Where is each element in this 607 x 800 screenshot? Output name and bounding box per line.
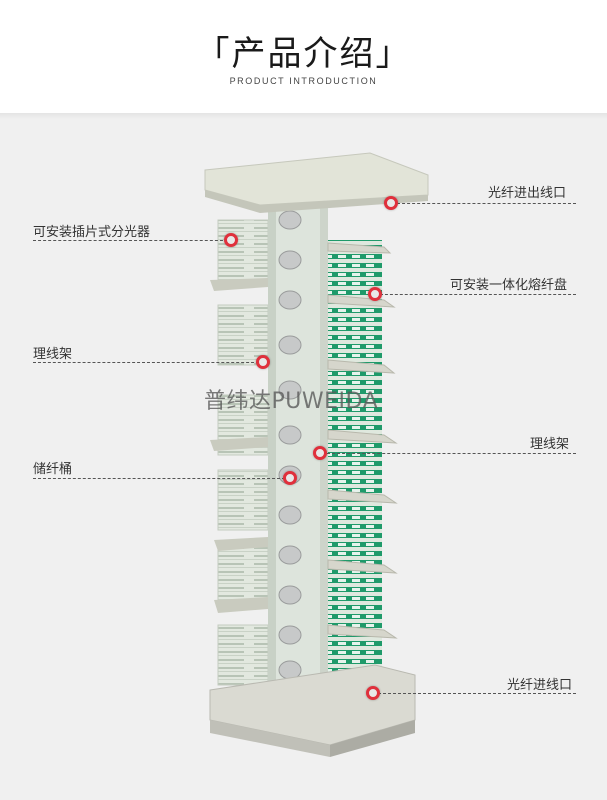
- marker-dot: [313, 446, 327, 460]
- page-title: 「产品介绍」: [195, 34, 412, 74]
- leader-line: [378, 693, 576, 694]
- callout-label: 可安装插片式分光器: [33, 225, 151, 240]
- marker-dot: [384, 196, 398, 210]
- watermark: 普纬达PUWEIDA: [204, 389, 379, 414]
- marker-dot: [366, 686, 380, 700]
- leader-line: [33, 240, 228, 241]
- leader-line: [33, 478, 285, 479]
- marker-dot: [256, 355, 270, 369]
- leader-line: [392, 203, 576, 204]
- callout-label: 光纤进出线口: [488, 186, 567, 201]
- callout-label: 可安装一体化熔纤盘: [450, 278, 568, 293]
- leader-line: [33, 362, 259, 363]
- leader-line: [380, 294, 576, 295]
- marker-dot: [224, 233, 238, 247]
- page-subtitle: PRODUCT INTRODUCTION: [229, 76, 378, 86]
- callout-label: 理线架: [33, 347, 73, 362]
- leader-line: [322, 453, 576, 454]
- callout-label: 储纤桶: [33, 462, 73, 477]
- callout-label: 理线架: [530, 437, 570, 452]
- odf-cabinet-illustration: [204, 152, 429, 757]
- header-banner: 「产品介绍」 PRODUCT INTRODUCTION: [0, 0, 607, 113]
- marker-dot: [368, 287, 382, 301]
- marker-dot: [283, 471, 297, 485]
- header-divider: [0, 113, 607, 119]
- callout-label: 光纤进线口: [507, 678, 573, 693]
